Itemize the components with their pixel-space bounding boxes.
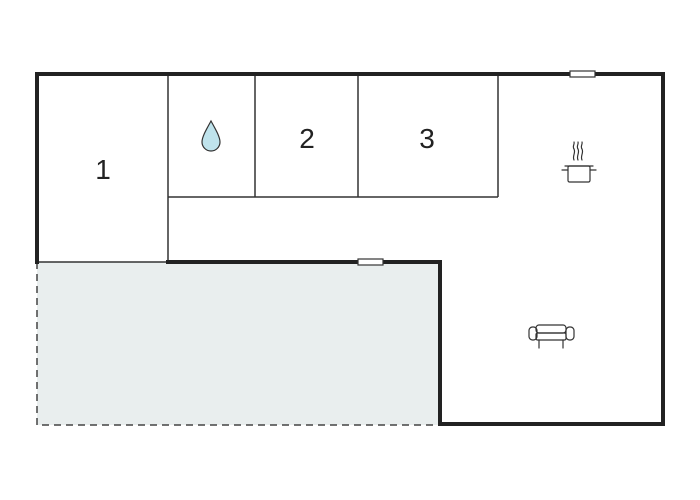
terrace-dashed-border <box>36 262 440 426</box>
cooking-pot-icon <box>561 141 597 183</box>
water-drop-icon <box>201 119 221 152</box>
terrace-area <box>36 262 440 426</box>
inner-walls <box>37 74 499 263</box>
room-label-2: 2 <box>299 123 315 154</box>
sofa-icon <box>528 324 575 349</box>
room-label-3: 3 <box>419 123 435 154</box>
terrace-fill <box>37 262 440 425</box>
window-top <box>569 70 596 78</box>
outer-walls <box>35 72 665 426</box>
window-middle <box>357 258 384 266</box>
room-label-1: 1 <box>95 154 111 185</box>
